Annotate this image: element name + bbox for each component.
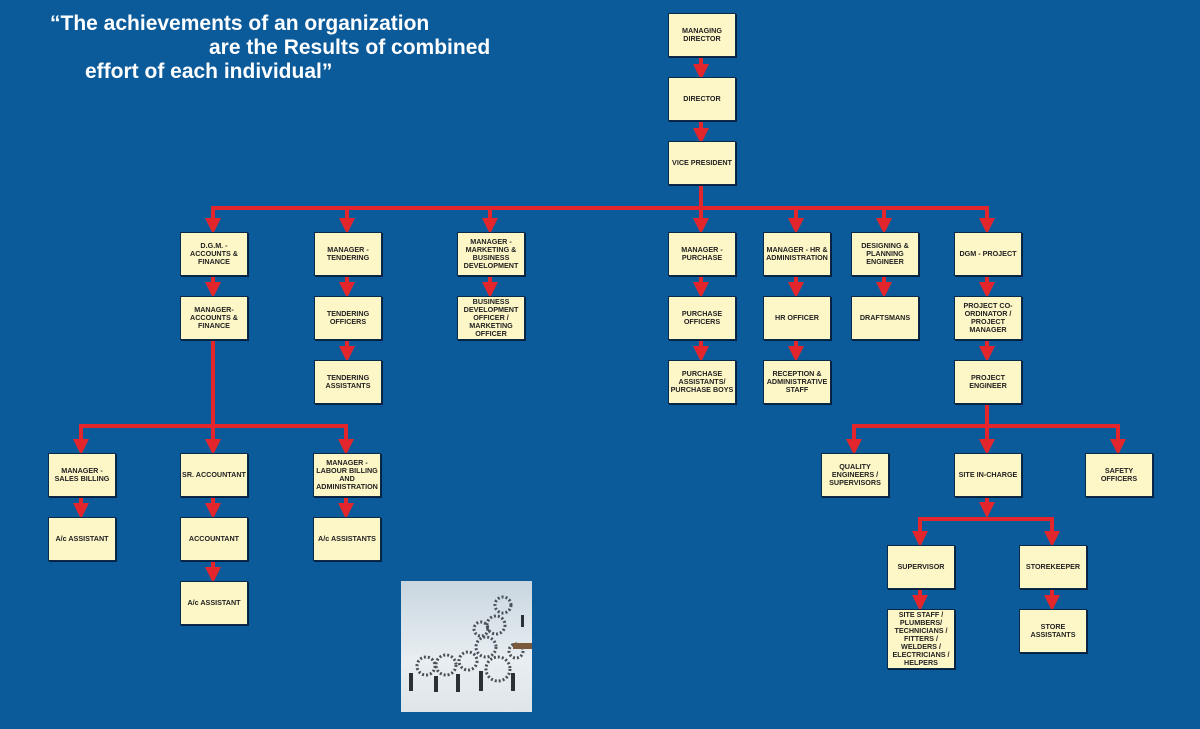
box-label: DRAFTSMANS bbox=[859, 313, 911, 322]
box-label: A/c ASSISTANT bbox=[187, 598, 241, 607]
box-label: MANAGER - TENDERING bbox=[326, 245, 370, 262]
box-label: PROJECT CO-ORDINATOR / PROJECT MANAGER bbox=[963, 301, 1013, 334]
box-label: ACCOUNTANT bbox=[188, 534, 240, 543]
box-purchase-officers: PURCHASE OFFICERS bbox=[668, 296, 736, 340]
box-label: STOREKEEPER bbox=[1025, 562, 1081, 571]
box-tendering-assistants: TENDERING ASSISTANTS bbox=[314, 360, 382, 404]
box-label: DGM - PROJECT bbox=[959, 249, 1017, 258]
box-manager-marketing: MANAGER - MARKETING & BUSINESS DEVELOPME… bbox=[457, 232, 525, 276]
box-label: PROJECT ENGINEER bbox=[969, 373, 1007, 390]
box-label: PURCHASE OFFICERS bbox=[681, 309, 723, 326]
box-manager-accounts: MANAGER- ACCOUNTS & FINANCE bbox=[180, 296, 248, 340]
box-label: TENDERING OFFICERS bbox=[326, 309, 370, 326]
box-site-incharge: SITE IN-CHARGE bbox=[954, 453, 1022, 497]
box-manager-tendering: MANAGER - TENDERING bbox=[314, 232, 382, 276]
box-label: A/c ASSISTANT bbox=[55, 534, 109, 543]
box-hr-officer: HR OFFICER bbox=[763, 296, 831, 340]
box-manager-hr: MANAGER - HR & ADMINISTRATION bbox=[763, 232, 831, 276]
box-director: DIRECTOR bbox=[668, 77, 736, 121]
box-storekeeper: STOREKEEPER bbox=[1019, 545, 1087, 589]
box-label: PURCHASE ASSISTANTS/ PURCHASE BOYS bbox=[670, 369, 734, 394]
box-label: MANAGER - SALES BILLING bbox=[54, 466, 110, 483]
box-label: DESIGNING & PLANNING ENGINEER bbox=[861, 241, 909, 266]
box-dgm-project: DGM - PROJECT bbox=[954, 232, 1022, 276]
box-manager-labour-billing: MANAGER - LABOUR BILLING AND ADMINISTRAT… bbox=[313, 453, 381, 497]
quote-line-1: “The achievements of an organization bbox=[50, 12, 430, 35]
box-project-engineer: PROJECT ENGINEER bbox=[954, 360, 1022, 404]
box-manager-sales-billing: MANAGER - SALES BILLING bbox=[48, 453, 116, 497]
box-label: D.G.M. - ACCOUNTS & FINANCE bbox=[190, 241, 238, 266]
box-project-coordinator: PROJECT CO-ORDINATOR / PROJECT MANAGER bbox=[954, 296, 1022, 340]
box-label: MANAGER - PURCHASE bbox=[681, 245, 723, 262]
box-label: STORE ASSISTANTS bbox=[1030, 622, 1076, 639]
box-label: SITE STAFF / PLUMBERS/ TECHNICIANS / FIT… bbox=[892, 610, 950, 667]
box-label: MANAGER- ACCOUNTS & FINANCE bbox=[190, 305, 238, 330]
quote-line-2: are the Results of combined bbox=[209, 36, 491, 59]
box-manager-purchase: MANAGER - PURCHASE bbox=[668, 232, 736, 276]
box-label: SAFETY OFFICERS bbox=[1100, 466, 1138, 483]
box-label: RECEPTION & ADMINISTRATIVE STAFF bbox=[766, 369, 828, 394]
box-reception-staff: RECEPTION & ADMINISTRATIVE STAFF bbox=[763, 360, 831, 404]
box-label: BUSINESS DEVELOPMENT OFFICER / MARKETING… bbox=[463, 297, 519, 338]
box-design-engineer: DESIGNING & PLANNING ENGINEER bbox=[851, 232, 919, 276]
box-dgm-accounts: D.G.M. - ACCOUNTS & FINANCE bbox=[180, 232, 248, 276]
box-bd-officer: BUSINESS DEVELOPMENT OFFICER / MARKETING… bbox=[457, 296, 525, 340]
box-label: HR OFFICER bbox=[775, 313, 819, 322]
box-label: MANAGER - HR & ADMINISTRATION bbox=[766, 245, 828, 262]
box-label: A/c ASSISTANTS bbox=[318, 534, 376, 543]
box-vice-president: VICE PRESIDENT bbox=[668, 141, 736, 185]
box-label: MANAGER - LABOUR BILLING AND ADMINISTRAT… bbox=[316, 458, 378, 491]
box-supervisor: SUPERVISOR bbox=[887, 545, 955, 589]
box-quality-engineers: QUALITY ENGINEERS / SUPERVISORS bbox=[821, 453, 889, 497]
box-safety-officers: SAFETY OFFICERS bbox=[1085, 453, 1153, 497]
box-managing-director: MANAGING DIRECTOR bbox=[668, 13, 736, 57]
box-label: TENDERING ASSISTANTS bbox=[325, 373, 371, 390]
box-draftsmans: DRAFTSMANS bbox=[851, 296, 919, 340]
teamwork-gears-image bbox=[401, 581, 532, 712]
box-site-staff: SITE STAFF / PLUMBERS/ TECHNICIANS / FIT… bbox=[887, 609, 955, 669]
box-purchase-assistants: PURCHASE ASSISTANTS/ PURCHASE BOYS bbox=[668, 360, 736, 404]
box-label: VICE PRESIDENT bbox=[672, 158, 732, 167]
gears-illustration bbox=[409, 595, 532, 692]
box-ac-assistant-2: A/c ASSISTANT bbox=[180, 581, 248, 625]
box-ac-assistant-1: A/c ASSISTANT bbox=[48, 517, 116, 561]
box-label: MANAGER - MARKETING & BUSINESS DEVELOPME… bbox=[463, 237, 519, 270]
box-label: SITE IN-CHARGE bbox=[958, 470, 1018, 479]
box-ac-assistants: A/c ASSISTANTS bbox=[313, 517, 381, 561]
box-label: DIRECTOR bbox=[683, 94, 721, 103]
box-label: QUALITY ENGINEERS / SUPERVISORS bbox=[829, 462, 881, 487]
box-label: SUPERVISOR bbox=[897, 562, 945, 571]
box-tendering-officers: TENDERING OFFICERS bbox=[314, 296, 382, 340]
box-store-assistants: STORE ASSISTANTS bbox=[1019, 609, 1087, 653]
quote-line-3: effort of each individual” bbox=[85, 60, 333, 83]
box-sr-accountant: SR. ACCOUNTANT bbox=[180, 453, 248, 497]
box-accountant: ACCOUNTANT bbox=[180, 517, 248, 561]
box-label: MANAGING DIRECTOR bbox=[682, 26, 722, 43]
box-label: SR. ACCOUNTANT bbox=[182, 470, 246, 479]
